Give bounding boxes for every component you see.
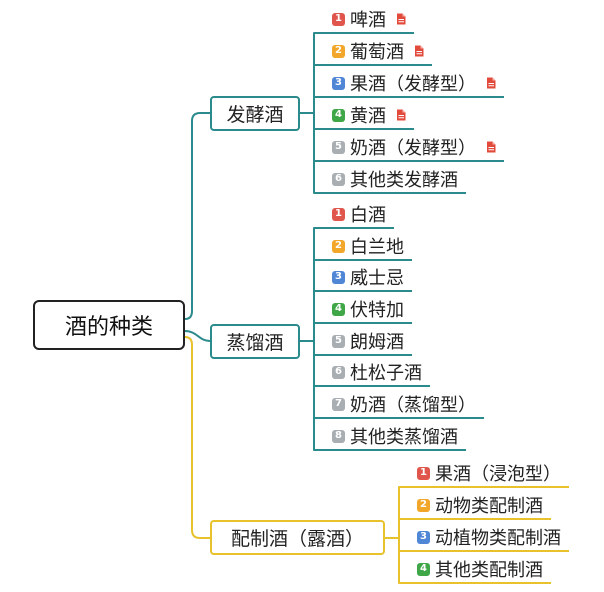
priority-badge: 2 — [332, 239, 345, 253]
priority-badge: 5 — [332, 334, 345, 348]
priority-badge: 6 — [332, 365, 345, 379]
root-topic-label: 酒的种类 — [64, 315, 153, 340]
priority-badge: 1 — [332, 207, 345, 221]
subtopic-animal-plant-mixed: 3 动植物类配制酒 — [399, 524, 569, 552]
priority-badge: 7 — [332, 397, 345, 411]
subtopic-label: 朗姆酒 — [350, 332, 404, 353]
branch-topic-distilled: 蒸馏酒 — [210, 324, 300, 359]
subtopic-fruit-wine-fermented: 3 果酒（发酵型） — [314, 70, 504, 98]
subtopic-milk-wine-fermented: 5 奶酒（发酵型） — [314, 134, 504, 162]
priority-badge: 3 — [332, 76, 345, 90]
priority-badge: 6 — [332, 172, 345, 186]
subtopic-label: 杜松子酒 — [350, 363, 422, 384]
subtopic-label: 啤酒 — [350, 10, 386, 31]
subtopic-fruit-wine-infused: 1 果酒（浸泡型） — [399, 460, 569, 488]
subtopic-milk-wine-distilled: 7 奶酒（蒸馏型） — [314, 391, 484, 419]
note-icon — [486, 141, 496, 153]
root-topic: 酒的种类 — [33, 300, 185, 350]
subtopic-label: 葡萄酒 — [350, 42, 404, 63]
priority-badge: 2 — [417, 498, 430, 512]
subtopic-label: 果酒（发酵型） — [350, 74, 476, 95]
subtopic-other-mixed: 4 其他类配制酒 — [399, 556, 551, 584]
subtopic-brandy: 2 白兰地 — [314, 233, 412, 261]
connector-root-fermented — [184, 112, 211, 320]
subtopic-label: 动物类配制酒 — [435, 496, 543, 517]
priority-badge: 4 — [332, 108, 345, 122]
subtopic-baijiu: 1 白酒 — [314, 201, 394, 229]
note-icon — [486, 77, 496, 89]
subtopic-beer: 1 啤酒 — [314, 6, 414, 34]
priority-badge: 4 — [332, 302, 345, 316]
priority-badge: 8 — [332, 429, 345, 443]
subtopic-rum: 5 朗姆酒 — [314, 328, 412, 356]
subtopic-other-fermented: 6 其他类发酵酒 — [314, 166, 466, 194]
subtopic-animal-mixed: 2 动物类配制酒 — [399, 492, 551, 520]
subtopic-label: 奶酒（发酵型） — [350, 138, 476, 159]
subtopic-label: 其他类配制酒 — [435, 560, 543, 581]
subtopic-label: 动植物类配制酒 — [435, 528, 561, 549]
subtopic-vodka: 4 伏特加 — [314, 296, 412, 324]
subtopic-gin: 6 杜松子酒 — [314, 359, 430, 387]
subtopic-label: 果酒（浸泡型） — [435, 464, 561, 485]
priority-badge: 5 — [332, 140, 345, 154]
note-icon — [396, 109, 406, 121]
subtopic-label: 白兰地 — [350, 237, 404, 258]
subtopic-whisky: 3 威士忌 — [314, 264, 412, 292]
subtopic-other-distilled: 8 其他类蒸馏酒 — [314, 423, 466, 451]
priority-badge: 3 — [417, 530, 430, 544]
subtopic-label: 黄酒 — [350, 106, 386, 127]
priority-badge: 1 — [332, 12, 345, 26]
note-icon — [396, 13, 406, 25]
branch-topic-fermented: 发酵酒 — [210, 96, 300, 131]
branch-topic-label: 发酵酒 — [226, 104, 284, 126]
subtopic-label: 威士忌 — [350, 268, 404, 289]
connector-root-distilled — [184, 330, 211, 342]
note-icon — [414, 45, 424, 57]
subtopic-yellow-wine: 4 黄酒 — [314, 102, 414, 130]
branch-topic-label: 配制酒（露酒） — [230, 528, 364, 550]
subtopic-label: 伏特加 — [350, 300, 404, 321]
subtopic-label: 奶酒（蒸馏型） — [350, 395, 476, 416]
connector-root-mixed — [184, 336, 211, 539]
priority-badge: 3 — [332, 270, 345, 284]
subtopic-label: 白酒 — [350, 205, 386, 226]
branch-topic-mixed: 配制酒（露酒） — [210, 520, 385, 555]
priority-badge: 4 — [417, 562, 430, 576]
subtopic-wine: 2 葡萄酒 — [314, 38, 432, 66]
branch-topic-label: 蒸馏酒 — [226, 332, 284, 354]
priority-badge: 2 — [332, 44, 345, 58]
subtopic-label: 其他类蒸馏酒 — [350, 427, 458, 448]
subtopic-label: 其他类发酵酒 — [350, 170, 458, 191]
priority-badge: 1 — [417, 466, 430, 480]
